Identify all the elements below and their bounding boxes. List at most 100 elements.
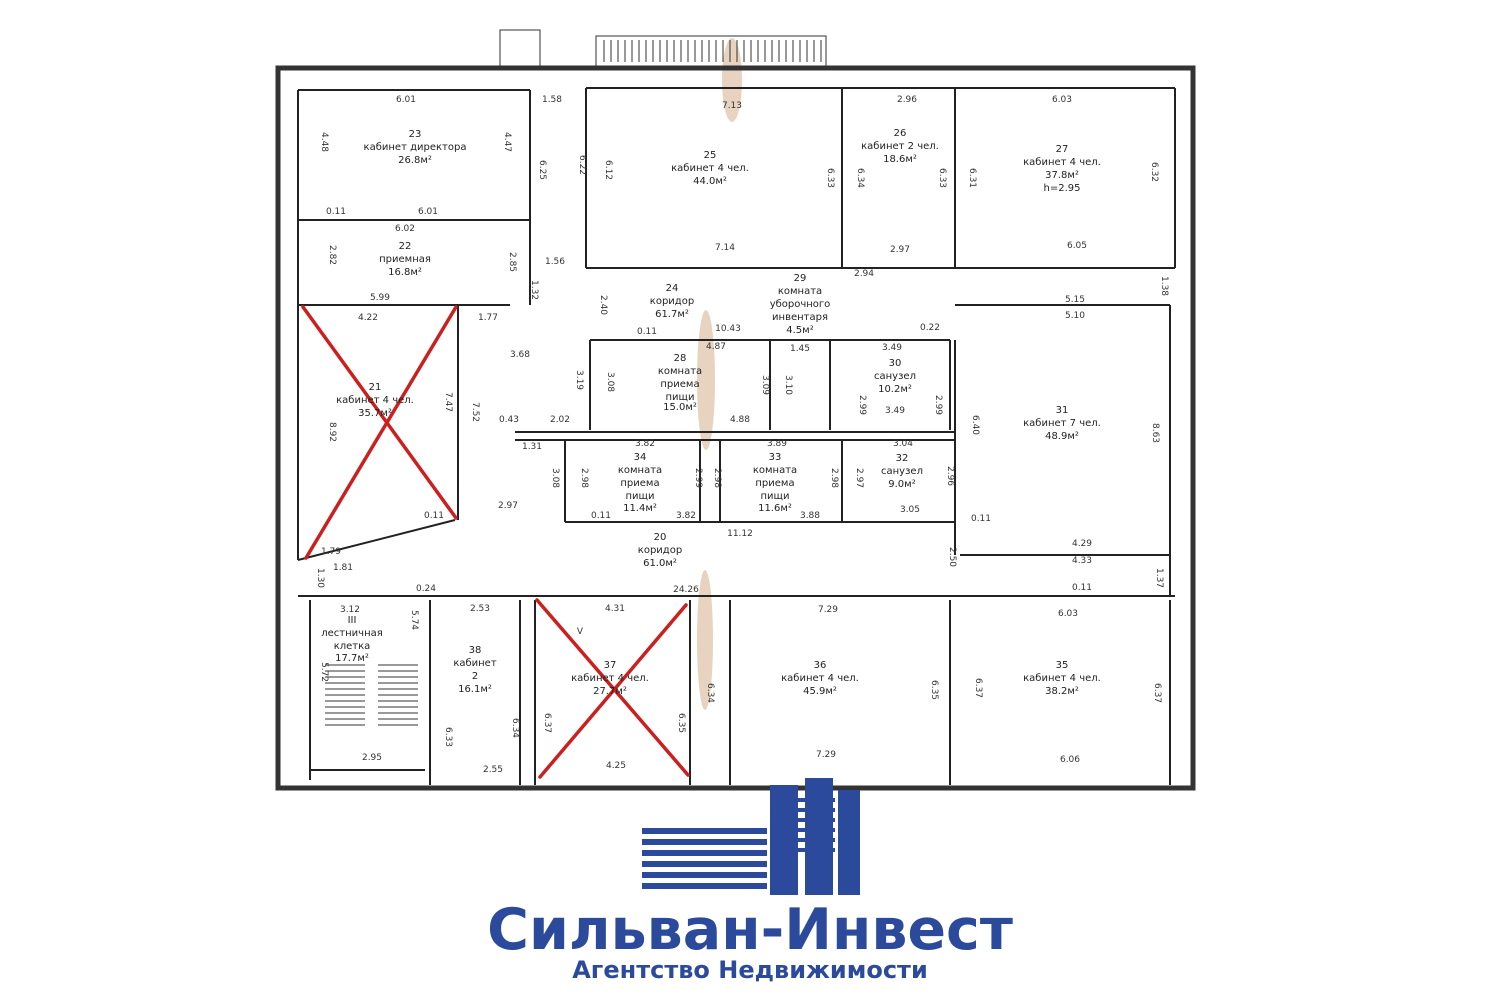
svg-text:9.0м²: 9.0м² xyxy=(888,479,915,490)
room-label-21: 21 кабинет 4 чел. 35.7м² xyxy=(336,382,414,419)
dimension-label: 3.04 xyxy=(893,439,913,449)
dimension-label: 4.22 xyxy=(358,313,378,323)
dimension-label: 6.35 xyxy=(929,680,939,700)
svg-text:коридор: коридор xyxy=(650,296,694,307)
svg-text:29: 29 xyxy=(794,273,807,284)
dimension-label: 1.77 xyxy=(478,313,498,323)
room-label-III: III лестничная клетка 17.7м² xyxy=(321,615,383,664)
stairwell-steps xyxy=(325,664,418,726)
dimension-label: 2.99 xyxy=(857,395,867,415)
dimension-label: 3.05 xyxy=(900,505,920,515)
dimension-label: 3.12 xyxy=(340,605,360,615)
dimension-label: 6.35 xyxy=(676,713,686,733)
svg-text:4.5м²: 4.5м² xyxy=(786,325,813,336)
room-label-22: 22 приемная 16.8м² xyxy=(379,241,431,278)
svg-text:25: 25 xyxy=(704,150,717,161)
dimension-label: 6.37 xyxy=(973,678,983,698)
room-label-36: 36 кабинет 4 чел. 45.9м² xyxy=(781,660,859,697)
dimension-label: 2.99 xyxy=(933,395,943,415)
room-label-23: 23 кабинет директора 26.8м² xyxy=(364,129,467,166)
dimension-label: 3.68 xyxy=(510,350,530,360)
svg-text:20: 20 xyxy=(654,532,667,543)
room-label-28: 28 комната приема пищи 15.0м² xyxy=(658,353,702,413)
room-33-name-line3: пищи xyxy=(761,491,790,502)
svg-text:27.7м²: 27.7м² xyxy=(593,686,627,697)
dimension-label: 2.98 xyxy=(829,468,839,488)
svg-text:37.8м²: 37.8м² xyxy=(1045,170,1079,181)
room-label-26: 26 кабинет 2 чел. 18.6м² xyxy=(861,128,939,165)
svg-text:10.2м²: 10.2м² xyxy=(878,384,912,395)
dimension-label: 2.50 xyxy=(947,547,957,567)
dimension-label: 2.85 xyxy=(507,252,517,272)
dimension-label: 8.92 xyxy=(327,422,337,442)
dimension-label: 6.22 xyxy=(577,155,587,175)
dimension-label: 7.52 xyxy=(470,402,480,422)
dimension-label: 6.34 xyxy=(855,168,865,188)
dimension-label: 4.48 xyxy=(319,132,329,152)
dimension-label: 5.74 xyxy=(409,610,419,630)
room-38-name-line1: кабинет xyxy=(453,658,497,669)
dimension-label: 0.43 xyxy=(499,415,519,425)
dimension-label: 7.47 xyxy=(443,392,453,412)
crossed-room-21 xyxy=(301,305,458,560)
svg-text:26: 26 xyxy=(894,128,907,139)
dimension-label: 3.08 xyxy=(605,372,615,392)
dimension-label: 1.30 xyxy=(315,568,325,588)
svg-text:18.6м²: 18.6м² xyxy=(883,154,917,165)
dimension-label: 6.32 xyxy=(1149,162,1159,182)
svg-text:11.4м²: 11.4м² xyxy=(623,503,657,514)
interior-walls xyxy=(297,87,1176,785)
dimension-label: 4.47 xyxy=(502,132,512,152)
dimension-label: 4.88 xyxy=(730,415,750,425)
brand-logo-icon xyxy=(642,778,860,895)
svg-text:санузел: санузел xyxy=(874,371,916,382)
room-label-20: 20 коридор 61.0м² xyxy=(638,532,682,569)
stain xyxy=(697,570,713,710)
dimension-label: 6.37 xyxy=(1152,683,1162,703)
svg-text:16.1м²: 16.1м² xyxy=(458,684,492,695)
dimension-label: 6.05 xyxy=(1067,241,1087,251)
room-label-37: 37 кабинет 4 чел. 27.7м² xyxy=(571,660,649,697)
dimension-label: 3.49 xyxy=(885,406,905,416)
svg-text:коридор: коридор xyxy=(638,545,682,556)
room-III-name-line2: клетка xyxy=(334,641,371,652)
svg-text:33: 33 xyxy=(769,452,782,463)
dimension-label: 3.19 xyxy=(574,370,584,390)
room-III-name-line1: лестничная xyxy=(321,628,383,639)
svg-text:30: 30 xyxy=(889,358,902,369)
room-label-31: 31 кабинет 7 чел. 48.9м² xyxy=(1023,405,1101,442)
dimension-label: 0.11 xyxy=(424,511,444,521)
dimension-label: 6.01 xyxy=(396,95,416,105)
dimension-label: 6.03 xyxy=(1052,95,1072,105)
dimension-label: 1.81 xyxy=(333,563,353,573)
dimension-label: 2.96 xyxy=(945,466,955,486)
svg-text:11.6м²: 11.6м² xyxy=(758,503,792,514)
dimension-label: 0.11 xyxy=(591,511,611,521)
dimension-label: 1.58 xyxy=(542,95,562,105)
dimension-label: 1.32 xyxy=(529,280,539,300)
svg-text:61.0м²: 61.0м² xyxy=(643,558,677,569)
room-34-name-line2: приема xyxy=(620,478,659,489)
room-29-name-line3: инвентаря xyxy=(772,312,828,323)
svg-text:кабинет 4 чел.: кабинет 4 чел. xyxy=(1023,673,1101,684)
svg-text:24: 24 xyxy=(666,283,679,294)
dimension-label: 4.31 xyxy=(605,604,625,614)
room-29-name-line1: комната xyxy=(778,286,822,297)
dimension-label: 2.02 xyxy=(550,415,570,425)
stain xyxy=(697,310,715,450)
svg-text:31: 31 xyxy=(1056,405,1069,416)
dimension-label: 8.63 xyxy=(1150,423,1160,443)
dimension-label: 4.87 xyxy=(706,342,726,352)
dimension-label: 6.03 xyxy=(1058,609,1078,619)
dimension-label: 2.99 xyxy=(693,468,703,488)
dimension-label: 0.11 xyxy=(1072,583,1092,593)
dimension-label: 1.37 xyxy=(1154,568,1164,588)
dimension-label: 2.97 xyxy=(854,468,864,488)
dimension-label: 5.72 xyxy=(319,662,329,682)
svg-text:23: 23 xyxy=(409,129,422,140)
dimension-label: 7.14 xyxy=(715,243,735,253)
dimension-label: 5.15 xyxy=(1065,295,1085,305)
svg-text:34: 34 xyxy=(634,452,647,463)
dimension-label: 1.45 xyxy=(790,344,810,354)
